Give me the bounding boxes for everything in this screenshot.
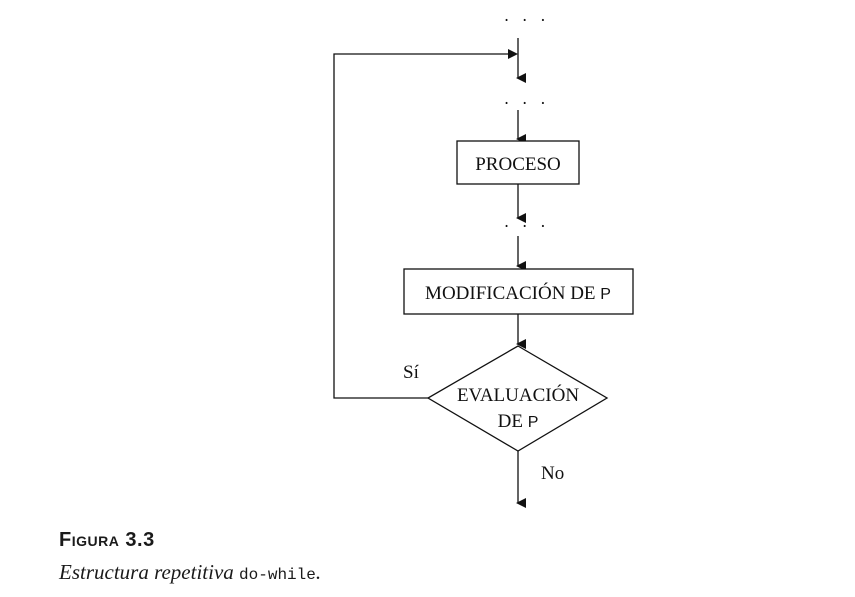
ellipsis-third: . . . [504, 212, 549, 231]
no-label: No [541, 463, 564, 484]
loop-back-connector [333, 53, 514, 399]
caption-code-dash: - [258, 566, 268, 584]
caption-text: Estructura repetitiva [59, 560, 240, 584]
flowchart: . . . . . . PROCESO . . . MODIFICACIÓN D… [333, 6, 634, 508]
process-label: PROCESO [475, 154, 561, 175]
yes-label: Sí [403, 362, 420, 383]
ellipsis-top: . . . [504, 6, 549, 25]
loop-back-arrowhead [508, 49, 518, 59]
caption-code-do: do [239, 566, 259, 584]
figure-label-prefix: Figura [59, 529, 120, 551]
figure-label-number: 3.3 [125, 529, 155, 551]
evaluation-label-line1: EVALUACIÓN [457, 384, 579, 406]
figure-caption: Estructura repetitiva do-while. [59, 560, 321, 585]
caption-code-while: while [267, 566, 316, 584]
caption-end: . [315, 560, 322, 584]
evaluation-label-line2: DE P [498, 411, 539, 432]
ellipsis-second: . . . [504, 89, 549, 108]
process-box [456, 140, 580, 185]
figure-label: Figura 3.3 [59, 529, 155, 552]
modification-label: MODIFICACIÓN DE P [425, 282, 611, 304]
